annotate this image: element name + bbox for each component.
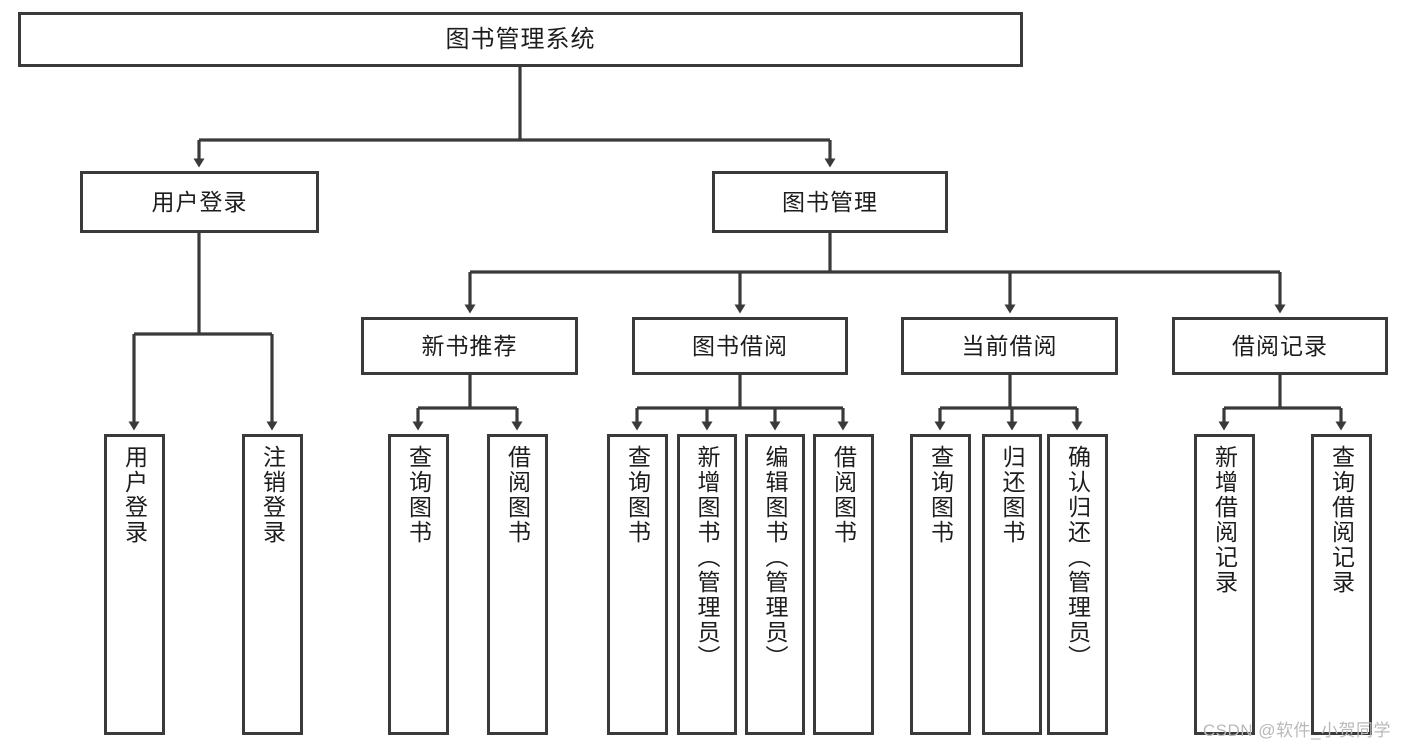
node-leaf-return-book[interactable]: 归还图书	[982, 434, 1042, 735]
node-leaf-borrow-book-1[interactable]: 借阅图书	[487, 434, 548, 735]
node-root-label: 图书管理系统	[445, 25, 596, 53]
node-new-book-recommend-label: 新书推荐	[421, 332, 518, 359]
node-leaf-query-book-1-label: 查询图书	[405, 445, 432, 545]
node-leaf-edit-book-admin-label: 编辑图书（管理员）	[762, 445, 789, 670]
node-new-book-recommend[interactable]: 新书推荐	[361, 317, 578, 375]
node-borrow-record[interactable]: 借阅记录	[1172, 317, 1388, 375]
node-leaf-query-book-2-label: 查询图书	[624, 445, 651, 545]
node-book-borrow-label: 图书借阅	[692, 332, 788, 359]
node-leaf-confirm-return-admin-label: 确认归还（管理员）	[1064, 445, 1091, 670]
node-leaf-logout-login-label: 注销登录	[259, 445, 286, 545]
node-leaf-add-borrow-record[interactable]: 新增借阅记录	[1194, 434, 1255, 735]
node-leaf-query-book-2[interactable]: 查询图书	[607, 434, 668, 735]
node-book-borrow[interactable]: 图书借阅	[632, 317, 848, 375]
node-leaf-borrow-book-2-label: 借阅图书	[830, 445, 857, 545]
node-book-manage-label: 图书管理	[782, 188, 878, 215]
node-leaf-borrow-book-2[interactable]: 借阅图书	[813, 434, 874, 735]
node-leaf-user-login[interactable]: 用户登录	[104, 434, 165, 735]
node-user-login-label: 用户登录	[151, 188, 248, 215]
node-leaf-edit-book-admin[interactable]: 编辑图书（管理员）	[745, 434, 805, 735]
node-leaf-borrow-book-1-label: 借阅图书	[504, 445, 531, 545]
node-leaf-user-login-label: 用户登录	[121, 445, 148, 545]
node-leaf-query-borrow-record-label: 查询借阅记录	[1328, 445, 1355, 595]
node-leaf-add-book-admin[interactable]: 新增图书（管理员）	[677, 434, 737, 735]
node-leaf-logout-login[interactable]: 注销登录	[242, 434, 303, 735]
node-leaf-add-borrow-record-label: 新增借阅记录	[1211, 445, 1238, 595]
node-current-borrow-label: 当前借阅	[961, 332, 1058, 359]
node-leaf-confirm-return-admin[interactable]: 确认归还（管理员）	[1047, 434, 1108, 735]
node-leaf-query-borrow-record[interactable]: 查询借阅记录	[1311, 434, 1372, 735]
node-borrow-record-label: 借阅记录	[1232, 332, 1328, 359]
node-user-login[interactable]: 用户登录	[80, 171, 319, 233]
node-leaf-query-book-1[interactable]: 查询图书	[388, 434, 449, 735]
node-leaf-query-book-3-label: 查询图书	[927, 445, 954, 545]
watermark-text: CSDN @软件_小贺同学	[1202, 721, 1391, 740]
node-current-borrow[interactable]: 当前借阅	[901, 317, 1118, 375]
node-leaf-query-book-3[interactable]: 查询图书	[910, 434, 971, 735]
node-leaf-return-book-label: 归还图书	[999, 445, 1026, 545]
node-root[interactable]: 图书管理系统	[18, 12, 1023, 67]
node-book-manage[interactable]: 图书管理	[712, 171, 948, 233]
node-leaf-add-book-admin-label: 新增图书（管理员）	[694, 445, 721, 670]
